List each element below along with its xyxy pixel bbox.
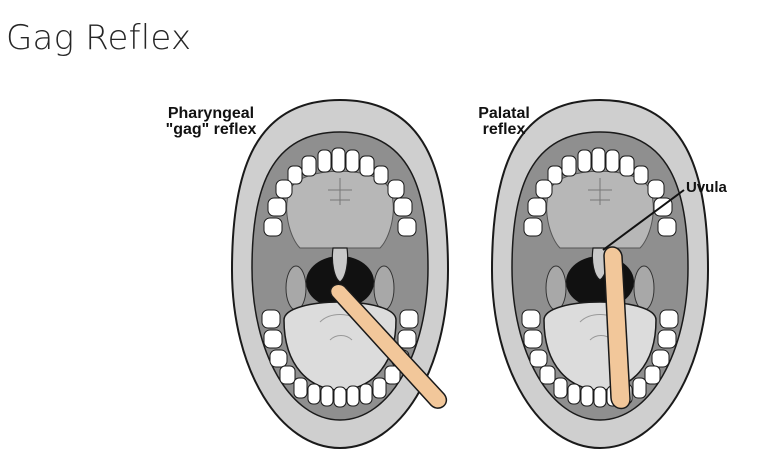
- hard-palate: [286, 170, 394, 249]
- tongue-depressor: [603, 246, 631, 410]
- uvula: [331, 247, 349, 283]
- panel-label-palatal: Palatal reflex: [468, 106, 540, 138]
- slide-title: Gag Reflex: [6, 18, 192, 58]
- panel-label-pharyngeal: Pharyngeal "gag" reflex: [148, 106, 274, 138]
- panel-label-line: Pharyngeal: [167, 105, 255, 122]
- panel-label-line: "gag" reflex: [165, 121, 257, 138]
- uvula-callout-line: [602, 189, 685, 251]
- panel-label-line: reflex: [482, 121, 526, 138]
- tongue-depressor: [329, 283, 448, 409]
- upper-teeth: [263, 147, 417, 237]
- uvula-label: Uvula: [686, 179, 727, 196]
- panel-label-line: Palatal: [478, 105, 530, 122]
- hard-palate: [546, 170, 654, 249]
- upper-teeth: [523, 147, 677, 237]
- mouth-left: [230, 98, 450, 450]
- mouth-right: [490, 98, 710, 450]
- lower-teeth: [521, 309, 679, 408]
